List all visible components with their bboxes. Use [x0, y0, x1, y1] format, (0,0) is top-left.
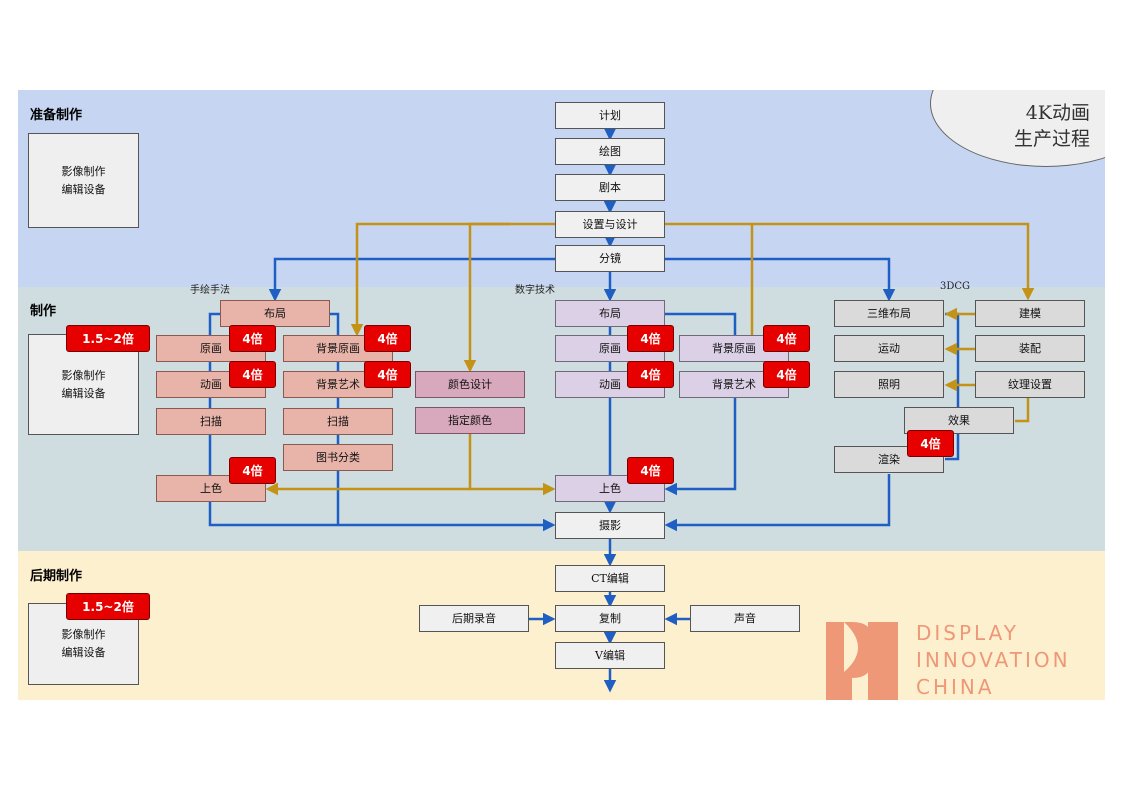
- badge-x4-hand-genga: 4倍: [229, 325, 276, 352]
- cg-modeling-box: 建模: [975, 300, 1085, 327]
- brand-line3: CHINA: [916, 675, 995, 699]
- hand-bg-scan-box: 扫描: [283, 408, 393, 435]
- brand-wordmark: DISPLAY INNOVATION CHINA: [916, 620, 1071, 701]
- after-recording-box: 后期录音: [419, 605, 529, 632]
- cg-rigging-box: 装配: [975, 335, 1085, 362]
- shooting-box: 摄影: [555, 512, 665, 539]
- diagram-title: 4K动画 生产过程: [1014, 100, 1090, 152]
- cg-lighting-box: 照明: [834, 371, 944, 398]
- badge-x4-digital-genga: 4倍: [627, 325, 674, 352]
- cg-motion-box: 运动: [834, 335, 944, 362]
- ct-edit-box: CT编辑: [555, 565, 665, 592]
- color-design-box: 颜色设计: [415, 371, 525, 398]
- group-label-cg: 3DCG: [940, 281, 971, 292]
- title-line1: 4K动画: [1025, 102, 1090, 124]
- digital-layout-box: 布局: [555, 300, 665, 327]
- dub-box: 复制: [555, 605, 665, 632]
- post-equipment-line1: 影像制作: [61, 628, 106, 642]
- sound-box: 声音: [690, 605, 800, 632]
- group-label-hand: 手绘手法: [190, 285, 230, 296]
- setting-design-box: 设置与设计: [555, 211, 665, 238]
- plan-box: 计划: [555, 102, 665, 129]
- prod-equipment-line2: 编辑设备: [61, 386, 106, 400]
- v-edit-box: V编辑: [555, 642, 665, 669]
- badge-range-post: 1.5~2倍: [66, 593, 150, 620]
- badge-x4-cg-render: 4倍: [907, 430, 954, 457]
- title-line2: 生产过程: [1013, 128, 1090, 150]
- script-box: 剧本: [555, 174, 665, 201]
- title-ellipse-mask-top: [900, 0, 1122, 90]
- badge-x4-hand-bg-art: 4倍: [364, 361, 411, 388]
- badge-x4-digital-bg-genga: 4倍: [763, 325, 810, 352]
- badge-x4-digital-douga: 4倍: [627, 361, 674, 388]
- prep-equipment-box: 影像制作 编辑设备: [28, 133, 139, 228]
- badge-range-prod: 1.5~2倍: [66, 325, 150, 352]
- color-assign-box: 指定颜色: [415, 407, 525, 434]
- post-equipment-line2: 编辑设备: [61, 646, 106, 659]
- prod-equipment-line1: 影像制作: [61, 368, 106, 382]
- cg-layout-box: 三维布局: [834, 300, 944, 327]
- storyboard-box: 分镜: [555, 245, 665, 272]
- drawing-box: 绘图: [555, 138, 665, 165]
- badge-x4-digital-coloring: 4倍: [627, 457, 674, 484]
- group-label-digital: 数字技术: [515, 285, 555, 296]
- badge-x4-hand-douga: 4倍: [229, 361, 276, 388]
- prep-equipment-line1: 影像制作: [61, 164, 106, 178]
- cg-texture-box: 纹理设置: [975, 371, 1085, 398]
- section-prep: 准备制作: [30, 108, 83, 123]
- badge-x4-hand-bg-genga: 4倍: [364, 325, 411, 352]
- cg-effects-box: 效果: [904, 407, 1014, 434]
- book-class-box: 图书分类: [283, 444, 393, 471]
- hand-layout-box: 布局: [220, 300, 330, 327]
- section-post: 后期制作: [30, 569, 83, 584]
- brand-line1: DISPLAY: [916, 621, 1020, 645]
- hand-scan-box: 扫描: [156, 408, 266, 435]
- badge-x4-digital-bg-art: 4倍: [763, 361, 810, 388]
- badge-x4-hand-coloring: 4倍: [229, 457, 276, 484]
- section-prod: 制作: [30, 304, 57, 319]
- prep-equipment-line2: 编辑设备: [61, 182, 106, 196]
- brand-line2: INNOVATION: [916, 648, 1071, 672]
